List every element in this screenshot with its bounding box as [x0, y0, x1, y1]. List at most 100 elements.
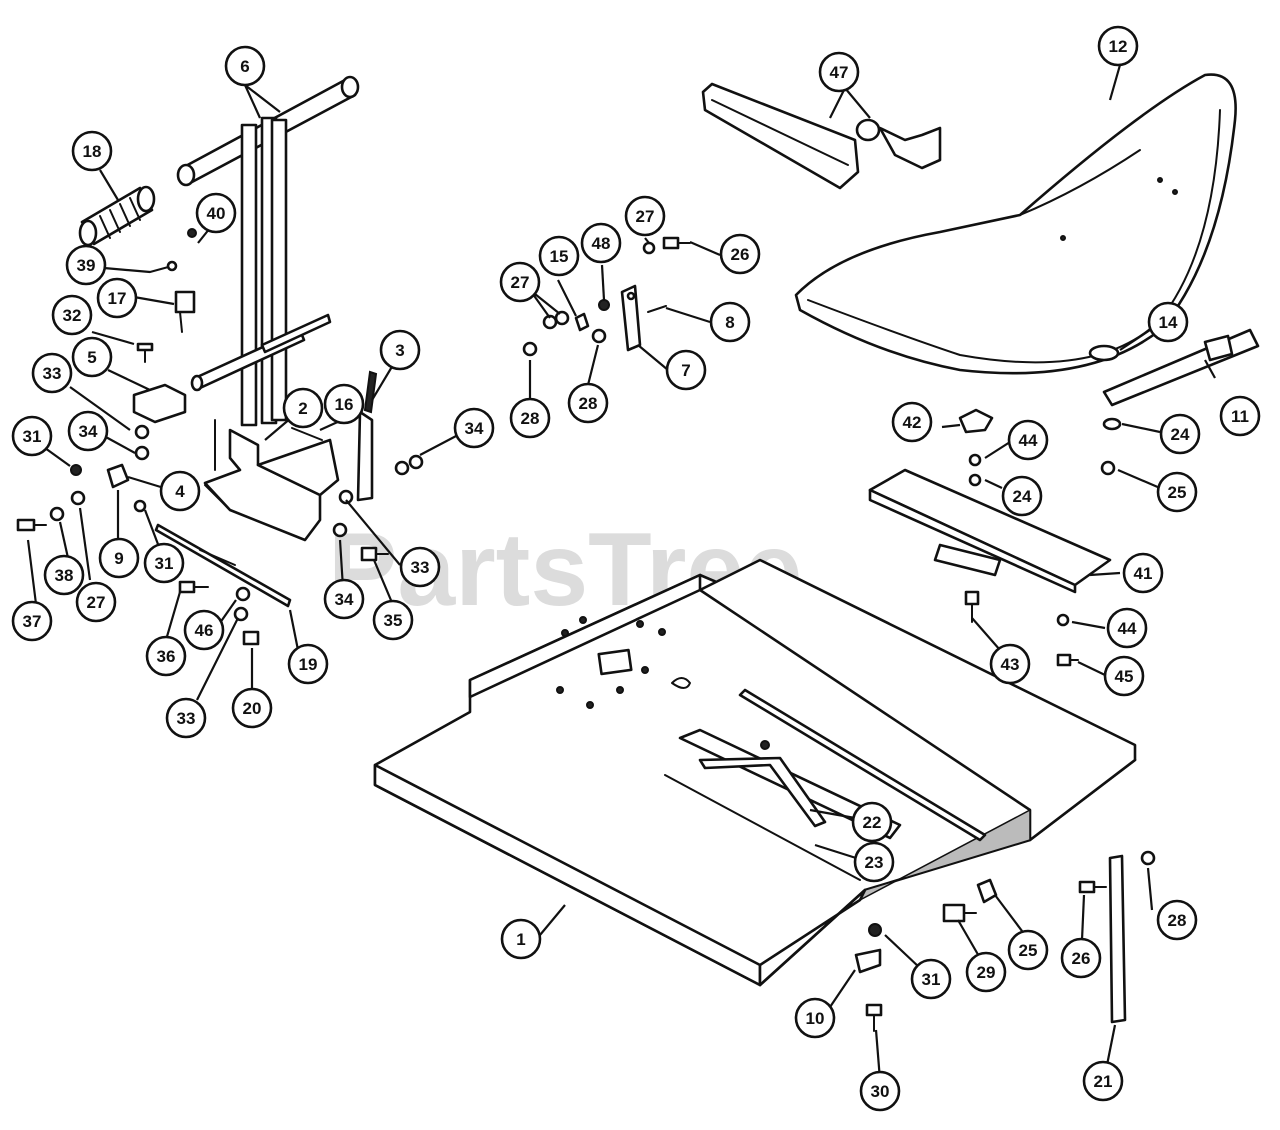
callout-34-b: 34: [453, 407, 495, 449]
svg-text:21: 21: [1094, 1072, 1113, 1091]
callout-29: 29: [965, 951, 1007, 993]
callout-40: 40: [195, 192, 237, 234]
callout-26-a: 26: [719, 233, 761, 275]
svg-text:33: 33: [411, 558, 430, 577]
callout-39: 39: [65, 244, 107, 286]
leader-lines: [26, 64, 1216, 1081]
callout-28-c: 28: [1156, 899, 1198, 941]
callout-38: 38: [43, 554, 85, 596]
svg-text:26: 26: [1072, 949, 1091, 968]
callout-33-c: 33: [399, 546, 441, 588]
svg-text:33: 33: [177, 709, 196, 728]
svg-text:45: 45: [1115, 667, 1134, 686]
svg-text:2: 2: [298, 399, 307, 418]
svg-text:28: 28: [579, 394, 598, 413]
callout-4: 4: [159, 470, 201, 512]
left-hardware: [16, 228, 292, 646]
right-hardware: [958, 328, 1260, 487]
svg-text:34: 34: [79, 422, 98, 441]
callout-19: 19: [287, 643, 329, 685]
part-47-armrest: [701, 82, 942, 190]
svg-text:40: 40: [207, 204, 226, 223]
svg-text:39: 39: [77, 256, 96, 275]
callout-22: 22: [851, 801, 893, 843]
callout-31-a: 31: [11, 415, 53, 457]
svg-text:15: 15: [550, 247, 569, 266]
callout-31-b: 31: [143, 542, 185, 584]
svg-text:6: 6: [240, 57, 249, 76]
callout-45: 45: [1103, 655, 1145, 697]
svg-text:33: 33: [43, 364, 62, 383]
callout-28-b: 28: [509, 397, 551, 439]
callout-32: 32: [51, 294, 93, 336]
callout-31-c: 31: [910, 958, 952, 1000]
callout-42: 42: [891, 401, 933, 443]
callout-43: 43: [989, 643, 1031, 685]
svg-text:27: 27: [511, 273, 530, 292]
svg-text:28: 28: [521, 409, 540, 428]
callout-25-a: 25: [1156, 471, 1198, 513]
callout-28-a: 28: [567, 382, 609, 424]
callouts: 6 18 40 39 17 32 5 33 34 31 4 9 31 38 27…: [11, 25, 1261, 1112]
svg-text:27: 27: [636, 207, 655, 226]
callout-16: 16: [323, 383, 365, 425]
svg-text:4: 4: [175, 482, 185, 501]
part-2-bracket: [203, 419, 340, 542]
callout-34-a: 34: [67, 410, 109, 452]
callout-27-c: 27: [624, 195, 666, 237]
svg-text:16: 16: [335, 395, 354, 414]
callout-11: 11: [1219, 395, 1261, 437]
callout-3: 3: [379, 329, 421, 371]
svg-text:7: 7: [681, 361, 690, 380]
svg-text:32: 32: [63, 306, 82, 325]
center-hardware: [522, 236, 691, 357]
svg-text:34: 34: [335, 590, 354, 609]
svg-text:31: 31: [23, 427, 42, 446]
callout-37: 37: [11, 600, 53, 642]
svg-text:26: 26: [731, 245, 750, 264]
part-floor-pan: [373, 558, 1137, 987]
svg-text:31: 31: [155, 554, 174, 573]
callout-27-b: 27: [499, 261, 541, 303]
svg-text:41: 41: [1134, 564, 1153, 583]
svg-text:30: 30: [871, 1082, 890, 1101]
svg-text:1: 1: [516, 930, 525, 949]
callout-5: 5: [71, 336, 113, 378]
part-3-16: [291, 370, 424, 562]
callout-25-b: 25: [1007, 929, 1049, 971]
callout-18: 18: [71, 130, 113, 172]
callout-12: 12: [1097, 25, 1139, 67]
svg-text:12: 12: [1109, 37, 1128, 56]
svg-text:5: 5: [87, 348, 96, 367]
svg-text:48: 48: [592, 234, 611, 253]
callout-33-b: 33: [165, 697, 207, 739]
svg-text:28: 28: [1168, 911, 1187, 930]
svg-text:9: 9: [114, 549, 123, 568]
svg-text:43: 43: [1001, 655, 1020, 674]
callout-27-a: 27: [75, 581, 117, 623]
callout-24-a: 24: [1159, 413, 1201, 455]
callout-21: 21: [1082, 1060, 1124, 1102]
svg-text:18: 18: [83, 142, 102, 161]
callout-41: 41: [1122, 552, 1164, 594]
svg-text:37: 37: [23, 612, 42, 631]
callout-24-b: 24: [1001, 475, 1043, 517]
svg-text:44: 44: [1019, 431, 1038, 450]
callout-48: 48: [580, 222, 622, 264]
callout-6: 6: [224, 45, 266, 87]
callout-14: 14: [1147, 301, 1189, 343]
callout-30: 30: [859, 1070, 901, 1112]
callout-10: 10: [794, 997, 836, 1039]
svg-text:8: 8: [725, 313, 734, 332]
svg-text:34: 34: [465, 419, 484, 438]
svg-text:10: 10: [806, 1009, 825, 1028]
callout-34-c: 34: [323, 578, 365, 620]
svg-text:24: 24: [1171, 425, 1190, 444]
part-6-handle: [176, 75, 360, 427]
svg-text:29: 29: [977, 963, 996, 982]
svg-text:46: 46: [195, 621, 214, 640]
callout-7: 7: [665, 349, 707, 391]
callout-8: 8: [709, 301, 751, 343]
